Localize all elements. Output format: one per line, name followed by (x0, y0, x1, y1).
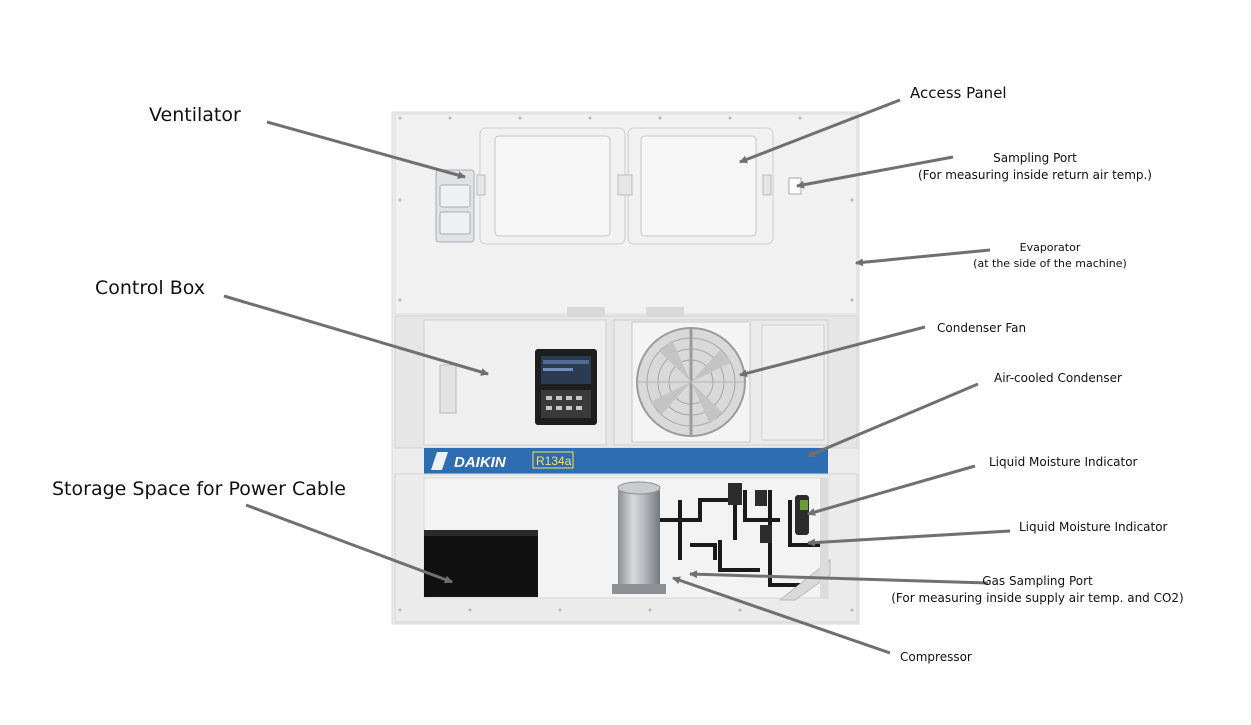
sampling-port-note: (For measuring inside return air temp.) (917, 168, 1152, 182)
brand-band (424, 448, 828, 474)
evaporator-title: Evaporator (1019, 241, 1081, 254)
label-evaporator: Evaporator (at the side of the machine) (930, 241, 1170, 270)
storage-space-box (424, 530, 538, 597)
label-air-cooled-condenser: Air-cooled Condenser (994, 371, 1122, 385)
gas-sampling-port-note: (For measuring inside supply air temp. a… (891, 591, 1184, 605)
latch (762, 174, 772, 196)
brand-logo: DAIKIN (454, 454, 507, 471)
label-gas-sampling-port: Gas Sampling Port (For measuring inside … (880, 574, 1195, 605)
access-panel-right (627, 127, 774, 245)
label-condenser-fan: Condenser Fan (937, 321, 1027, 335)
latch (617, 174, 633, 196)
evaporator-note: (at the side of the machine) (973, 257, 1127, 270)
label-control-box: Control Box (95, 277, 206, 299)
latch (476, 174, 486, 196)
label-liquid-moisture-indicator-1: Liquid Moisture Indicator (989, 455, 1138, 469)
label-liquid-moisture-indicator-2: Liquid Moisture Indicator (1019, 520, 1168, 534)
label-storage-space: Storage Space for Power Cable (52, 478, 346, 500)
access-panel-left (479, 127, 626, 245)
ventilator-part (435, 169, 475, 243)
label-sampling-port: Sampling Port (For measuring inside retu… (880, 151, 1190, 182)
sampling-port-part (788, 177, 802, 195)
refrigerant-label: R134a (536, 454, 572, 468)
sampling-port-title: Sampling Port (993, 151, 1077, 165)
refrigerant-tag (532, 451, 574, 469)
controller-keypad (541, 390, 591, 418)
gas-sampling-port-title: Gas Sampling Port (982, 574, 1093, 588)
label-compressor: Compressor (900, 650, 972, 664)
compressor-part (612, 481, 666, 594)
label-ventilator: Ventilator (149, 104, 241, 126)
label-access-panel: Access Panel (910, 84, 1007, 102)
liquid-moisture-indicator-part (800, 500, 808, 510)
